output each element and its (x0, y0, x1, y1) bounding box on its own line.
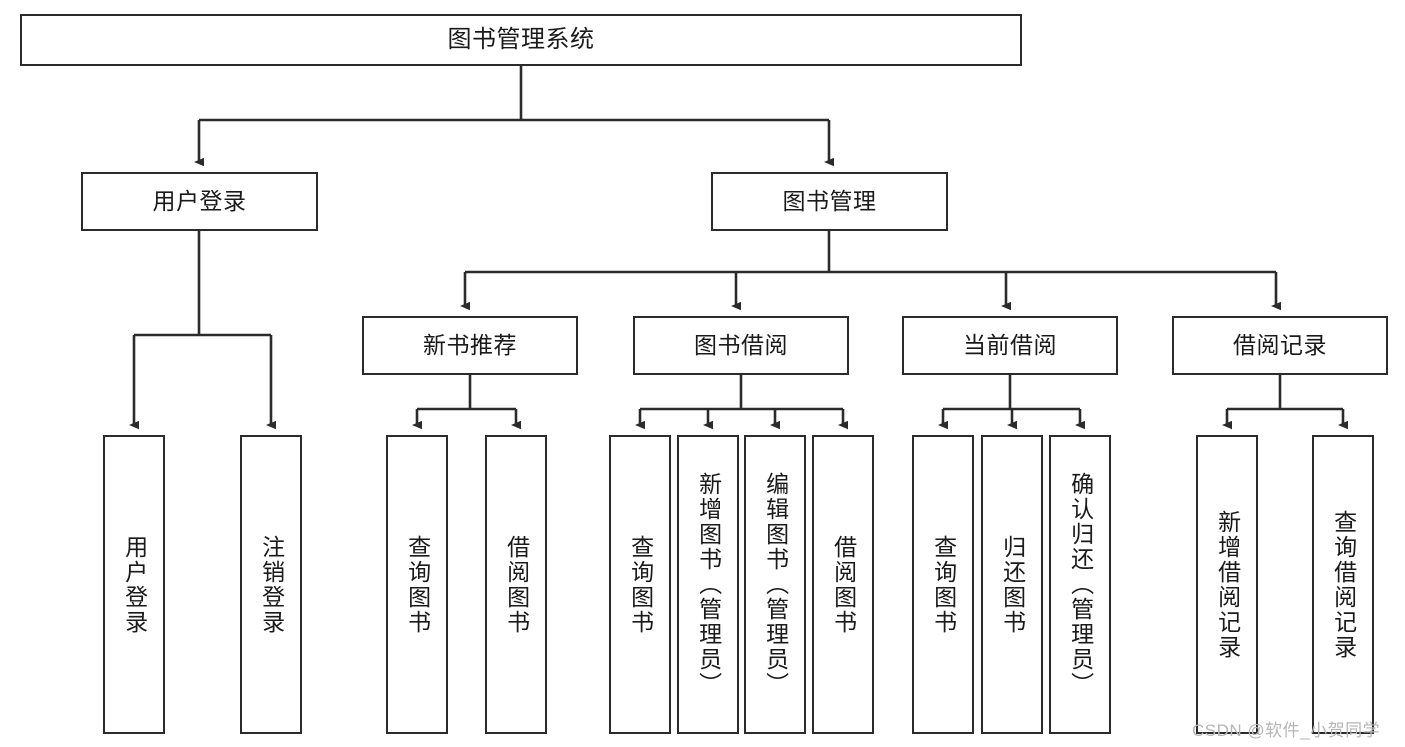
node-label: 图书借阅 (694, 331, 788, 358)
node-label: 借阅记录 (1233, 331, 1327, 358)
node-book-manage[interactable]: 图书管理 (711, 172, 948, 231)
node-label: 注销登录 (258, 534, 285, 635)
node-root[interactable]: 图书管理系统 (20, 14, 1022, 66)
node-label: 确认归还（管理员） (1067, 472, 1094, 697)
node-leaf-query-book[interactable]: 查询图书 (609, 435, 671, 734)
node-leaf-logout[interactable]: 注销登录 (240, 435, 302, 734)
node-leaf-return-book[interactable]: 归还图书 (981, 435, 1043, 734)
node-label: 新增图书（管理员） (695, 472, 722, 697)
node-leaf-borrow-book[interactable]: 借阅图书 (812, 435, 874, 734)
node-label: 当前借阅 (963, 331, 1057, 358)
node-leaf-query-book-cur[interactable]: 查询图书 (912, 435, 974, 734)
node-label: 用户登录 (121, 534, 148, 635)
node-leaf-add-record[interactable]: 新增借阅记录 (1196, 435, 1258, 734)
node-label: 查询图书 (930, 534, 957, 635)
node-label: 查询图书 (404, 534, 431, 635)
node-current-borrow[interactable]: 当前借阅 (902, 316, 1118, 375)
node-leaf-borrow-book-rec[interactable]: 借阅图书 (485, 435, 547, 734)
node-label: 新书推荐 (423, 331, 517, 358)
node-leaf-add-book[interactable]: 新增图书（管理员） (677, 435, 739, 734)
node-label: 查询借阅记录 (1330, 509, 1357, 660)
node-label: 借阅图书 (503, 534, 530, 635)
node-label: 查询图书 (627, 534, 654, 635)
node-label: 新增借阅记录 (1214, 509, 1241, 660)
node-leaf-edit-book[interactable]: 编辑图书（管理员） (744, 435, 806, 734)
node-new-book-recommend[interactable]: 新书推荐 (362, 316, 578, 375)
node-borrow-record[interactable]: 借阅记录 (1172, 316, 1388, 375)
node-leaf-query-record[interactable]: 查询借阅记录 (1312, 435, 1374, 734)
node-leaf-user-login[interactable]: 用户登录 (103, 435, 165, 734)
node-leaf-confirm-return[interactable]: 确认归还（管理员） (1049, 435, 1111, 734)
node-leaf-query-book-rec[interactable]: 查询图书 (386, 435, 448, 734)
node-label: 图书管理 (782, 187, 877, 214)
node-label: 用户登录 (152, 187, 247, 214)
node-label: 图书管理系统 (447, 25, 595, 53)
node-label: 借阅图书 (830, 534, 857, 635)
node-user-login[interactable]: 用户登录 (81, 172, 318, 231)
node-label: 归还图书 (999, 534, 1026, 635)
node-label: 编辑图书（管理员） (762, 472, 789, 697)
node-book-borrow[interactable]: 图书借阅 (633, 316, 849, 375)
